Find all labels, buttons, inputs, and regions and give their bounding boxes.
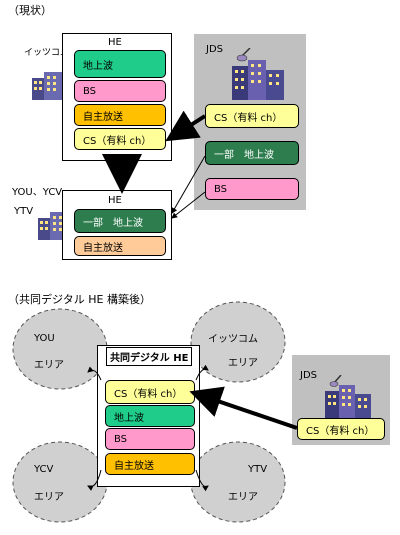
joint-he-item-self-broadcast: 自主放送	[105, 453, 195, 475]
area-you-label: エリア	[34, 360, 64, 371]
he-item-terrestrial: 地上波	[74, 50, 166, 78]
jds-bottom-item-cs: CS（有料 ch）	[297, 418, 385, 440]
area-ycv-label: エリア	[34, 492, 64, 503]
ytv-label: YTV	[14, 206, 34, 217]
city-building-icon	[322, 375, 374, 419]
area-ycv-name: YCV	[34, 464, 54, 475]
city-building-icon	[228, 48, 288, 100]
area-itscom-label: エリア	[228, 358, 258, 369]
jds-title: JDS	[206, 44, 223, 55]
he2-item-self-broadcast: 自主放送	[74, 236, 166, 256]
he2-item-partial-terrestrial: 一部 地上波	[74, 209, 166, 233]
area-you-name: YOU	[34, 333, 55, 344]
area-ytv-label: エリア	[228, 492, 258, 503]
he2-title: HE	[108, 195, 122, 206]
joint-he-item-cs: CS（有料 ch）	[105, 380, 195, 404]
building-icon	[30, 68, 64, 100]
jds-title-bottom: JDS	[300, 370, 317, 381]
joint-he-title: 共同デジタル HE	[106, 347, 193, 366]
itscom-label: イッツコム	[24, 48, 70, 58]
section-title-current: （現状）	[8, 4, 52, 17]
joint-he-item-terrestrial: 地上波	[105, 405, 195, 427]
he-title: HE	[108, 37, 122, 48]
section-title-after: （共同デジタル HE 構築後）	[8, 293, 151, 306]
he-item-cs: CS（有料 ch）	[74, 128, 166, 150]
area-itscom-name: イッツコム	[208, 334, 258, 345]
he-item-self-broadcast: 自主放送	[74, 104, 166, 126]
jds-item-cs: CS（有料 ch）	[205, 104, 299, 128]
he-item-bs: BS	[74, 80, 166, 102]
joint-he-item-bs: BS	[105, 428, 195, 450]
area-ytv-name: YTV	[248, 464, 268, 475]
jds-item-partial-terrestrial: 一部 地上波	[205, 141, 299, 165]
jds-item-bs: BS	[205, 178, 299, 200]
you-ycv-label: YOU、YCV	[12, 187, 63, 198]
